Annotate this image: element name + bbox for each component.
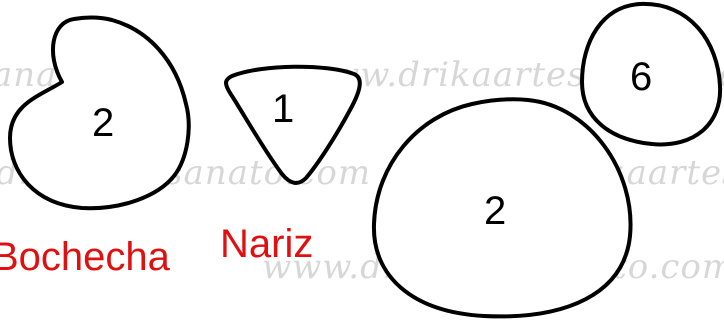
cheek-count: 2 bbox=[92, 101, 114, 145]
small-round-piece: 6 bbox=[582, 4, 720, 145]
cheek-caption: Bochecha bbox=[0, 235, 171, 279]
nose-count: 1 bbox=[272, 87, 294, 131]
large-round-piece: 2 bbox=[374, 99, 631, 316]
large-round-count: 2 bbox=[484, 189, 506, 233]
small-round-count: 6 bbox=[630, 55, 652, 99]
nose-caption: Nariz bbox=[220, 222, 313, 266]
